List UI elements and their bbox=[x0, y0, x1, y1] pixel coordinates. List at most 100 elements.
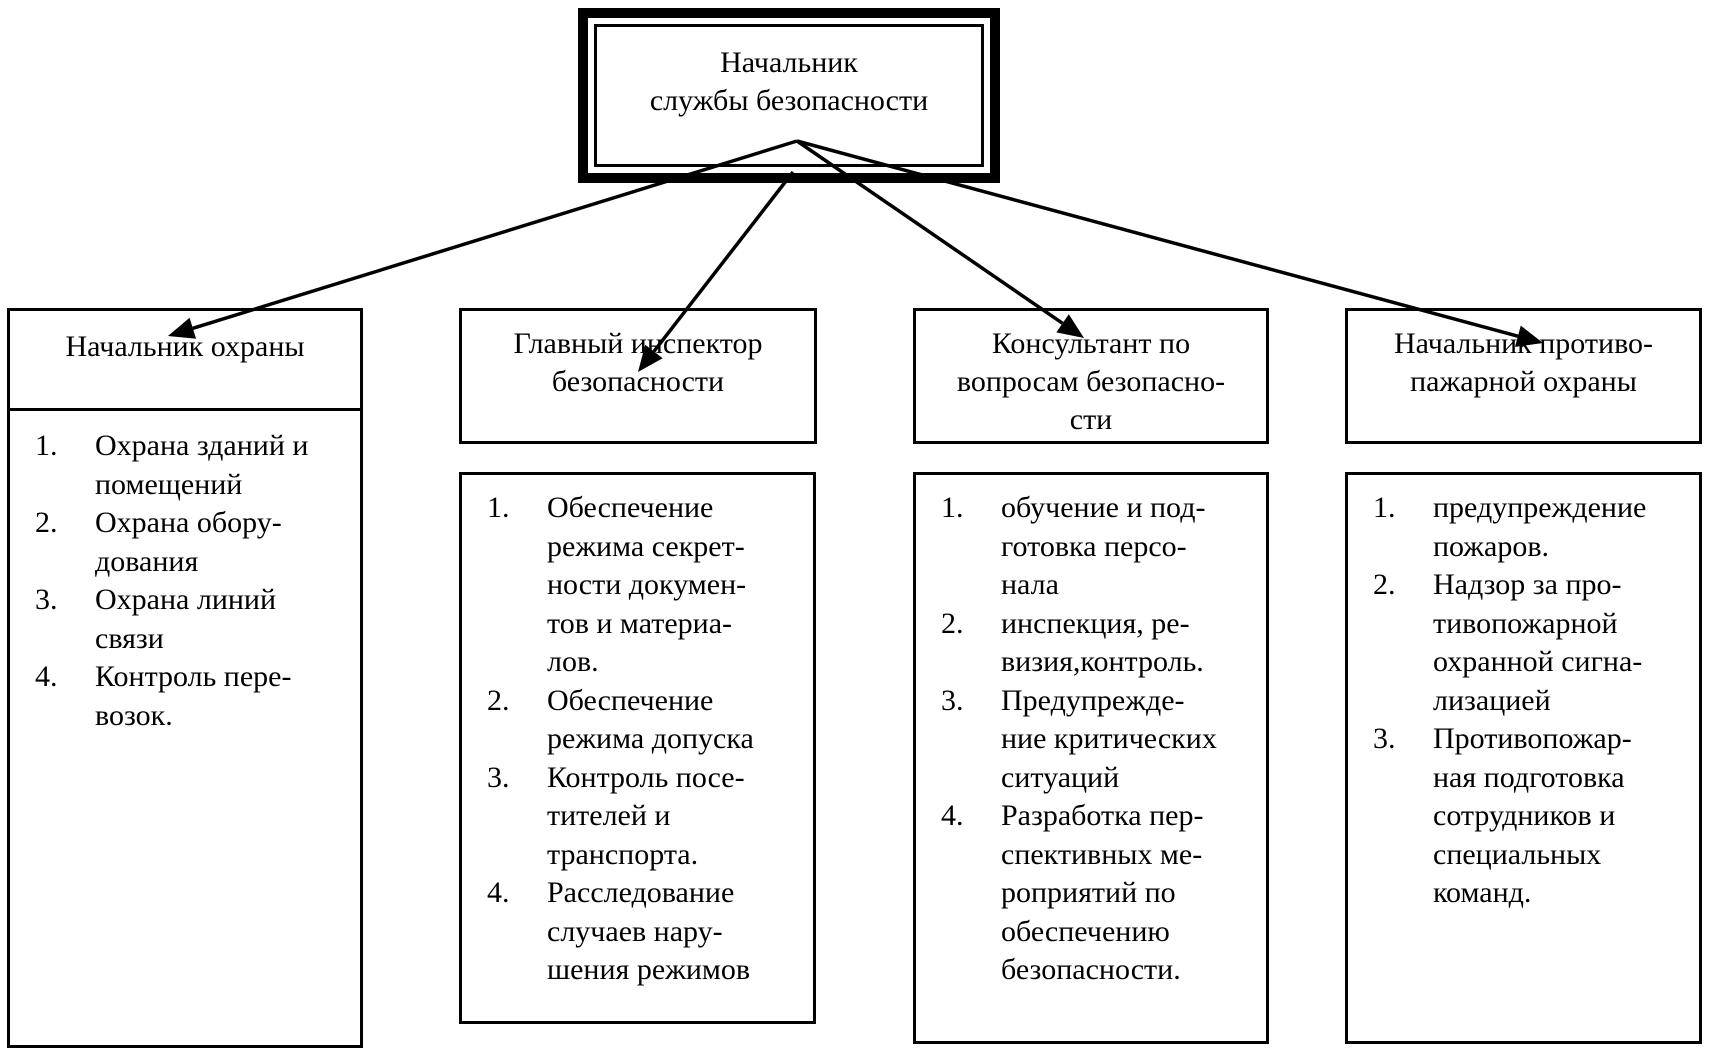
task-number: 1. bbox=[941, 491, 964, 524]
task-number: 2. bbox=[487, 683, 510, 717]
task-number: 2. bbox=[941, 606, 964, 640]
task-text-line: Разработка пер- bbox=[1001, 799, 1204, 832]
task-text-line: обеспечению bbox=[1001, 914, 1170, 948]
task-text-line: Контроль пере- bbox=[95, 660, 292, 693]
task-text-line: тителей и bbox=[547, 799, 671, 832]
task-text-line: режима допуска bbox=[547, 722, 754, 755]
unit-chief-inspector-tasks: 1. Обеспечение режима секрет- ности доку… bbox=[459, 472, 816, 1024]
header-divider bbox=[10, 408, 360, 411]
task-item: 3. Контроль посе- тителей и транспорта. bbox=[487, 759, 809, 875]
task-item: 1. Обеспечение режима секрет- ности доку… bbox=[487, 489, 809, 682]
task-text-line: режима секрет- bbox=[547, 529, 745, 563]
task-text-line: ние критических bbox=[1001, 722, 1217, 755]
task-text-line: Противопожар- bbox=[1433, 722, 1632, 755]
task-number: 1. bbox=[487, 491, 510, 524]
task-list: 1. предупреждение пожаров. 2. Надзор за … bbox=[1373, 489, 1695, 913]
task-text-line: Надзор за про- bbox=[1433, 568, 1622, 601]
unit-header-line: Консультант по bbox=[991, 327, 1191, 360]
root-node-label: Начальник службы безопасности bbox=[588, 44, 990, 120]
task-text-line: предупреждение bbox=[1433, 491, 1647, 524]
task-text-line: сотрудников и bbox=[1433, 799, 1616, 832]
task-text-line: случаев нару- bbox=[547, 914, 723, 948]
task-number: 4. bbox=[35, 660, 58, 693]
task-number: 3. bbox=[487, 760, 510, 794]
task-number: 1. bbox=[1373, 491, 1396, 524]
task-text-line: визия,контроль. bbox=[1001, 645, 1204, 678]
task-text-line: лов. bbox=[547, 645, 599, 678]
task-text-line: Охрана линий bbox=[95, 583, 277, 616]
task-text-line: шения режимов bbox=[547, 953, 751, 986]
task-text-line: охранной сигна- bbox=[1433, 645, 1643, 678]
task-text-line: Обеспечение bbox=[547, 683, 714, 717]
unit-security-consultant-header: Консультант по вопросам безопасно- сти bbox=[913, 308, 1269, 444]
task-text-line: помещений bbox=[95, 467, 243, 501]
task-text-line: Контроль посе- bbox=[547, 760, 745, 794]
task-list: 1. Обеспечение режима секрет- ности доку… bbox=[487, 489, 809, 990]
task-item: 2. Обеспечение режима допуска bbox=[487, 682, 809, 759]
task-text-line: обучение и под- bbox=[1001, 491, 1206, 524]
unit-header-line: Начальник охраны bbox=[65, 330, 305, 363]
task-number: 3. bbox=[941, 683, 964, 717]
unit-header-line: пажарной охраны bbox=[1410, 365, 1637, 398]
unit-chief-inspector-header: Главный инспектор безопасности bbox=[459, 308, 817, 444]
root-label-line: службы безопасности bbox=[649, 84, 929, 117]
task-text-line: готовка персо- bbox=[1001, 529, 1187, 563]
task-item: 4. Разработка пер- спективных ме- роприя… bbox=[941, 797, 1262, 990]
unit-header-line: безопасности bbox=[551, 365, 725, 398]
unit-fire-safety-chief-header: Начальник противо- пажарной охраны bbox=[1345, 308, 1702, 444]
task-text-line: ности докумен- bbox=[547, 568, 747, 601]
task-text-line: команд. bbox=[1433, 876, 1532, 909]
task-number: 2. bbox=[1373, 568, 1396, 601]
task-item: 2. Надзор за про- тивопожарной охранной … bbox=[1373, 566, 1695, 720]
task-item: 2. Охрана обору- дования bbox=[35, 504, 354, 581]
task-number: 1. bbox=[35, 429, 58, 462]
task-text-line: ситуаций bbox=[1001, 760, 1120, 794]
task-number: 3. bbox=[35, 583, 58, 616]
task-item: 2. инспекция, ре- визия,контроль. bbox=[941, 605, 1262, 682]
task-text-line: тивопожарной bbox=[1433, 606, 1618, 640]
task-text-line: инспекция, ре- bbox=[1001, 606, 1190, 640]
task-number: 2. bbox=[35, 506, 58, 539]
task-text-line: пожаров. bbox=[1433, 529, 1550, 563]
task-item: 4. Контроль пере- возок. bbox=[35, 658, 354, 735]
task-item: 1. предупреждение пожаров. bbox=[1373, 489, 1695, 566]
task-text-line: роприятий по bbox=[1001, 876, 1176, 909]
task-text-line: ная подготовка bbox=[1433, 760, 1625, 794]
unit-fire-safety-chief-tasks: 1. предупреждение пожаров. 2. Надзор за … bbox=[1345, 472, 1702, 1044]
unit-header-line: сти bbox=[1069, 403, 1113, 436]
task-text-line: нала bbox=[1001, 568, 1059, 601]
task-item: 4. Расследование случаев нару- шения реж… bbox=[487, 874, 809, 990]
task-item: 1. обучение и под- готовка персо- нала bbox=[941, 489, 1262, 605]
task-text-line: Расследование bbox=[547, 876, 735, 909]
unit-header-line: Главный инспектор bbox=[513, 327, 763, 360]
task-text-line: связи bbox=[95, 621, 164, 655]
task-item: 3. Противопожар- ная подготовка сотрудни… bbox=[1373, 720, 1695, 913]
task-number: 4. bbox=[941, 799, 964, 832]
unit-header-line: вопросам безопасно- bbox=[956, 365, 1226, 398]
root-label-line: Начальник bbox=[720, 46, 858, 79]
task-number: 4. bbox=[487, 876, 510, 909]
task-item: 3. Охрана линий связи bbox=[35, 581, 354, 658]
task-text-line: возок. bbox=[95, 698, 173, 732]
unit-security-consultant-tasks: 1. обучение и под- готовка персо- нала 2… bbox=[913, 472, 1269, 1044]
task-text-line: безопасности. bbox=[1001, 953, 1181, 986]
task-text-line: Охрана обору- bbox=[95, 506, 282, 539]
task-text-line: Предупрежде- bbox=[1001, 683, 1185, 717]
task-number: 3. bbox=[1373, 722, 1396, 755]
task-text-line: транспорта. bbox=[547, 837, 699, 871]
task-list: 1. Охрана зданий и помещений 2. Охрана о… bbox=[35, 427, 354, 735]
task-text-line: дования bbox=[95, 544, 199, 578]
task-list: 1. обучение и под- готовка персо- нала 2… bbox=[941, 489, 1262, 990]
task-text-line: тов и материа- bbox=[547, 606, 733, 640]
task-item: 1. Охрана зданий и помещений bbox=[35, 427, 354, 504]
unit-guard-chief: Начальник охраны 1. Охрана зданий и поме… bbox=[7, 308, 363, 1048]
root-node-security-chief: Начальник службы безопасности bbox=[578, 8, 1000, 183]
task-item: 3. Предупрежде- ние критических ситуаций bbox=[941, 682, 1262, 798]
task-text-line: спективных ме- bbox=[1001, 837, 1203, 871]
task-text-line: лизацией bbox=[1433, 683, 1551, 717]
task-text-line: специальных bbox=[1433, 837, 1602, 871]
unit-header-line: Начальник противо- bbox=[1393, 327, 1654, 360]
unit-header-label: Начальник охраны bbox=[10, 328, 360, 366]
task-text-line: Обеспечение bbox=[547, 491, 714, 524]
task-text-line: Охрана зданий и bbox=[95, 429, 309, 462]
